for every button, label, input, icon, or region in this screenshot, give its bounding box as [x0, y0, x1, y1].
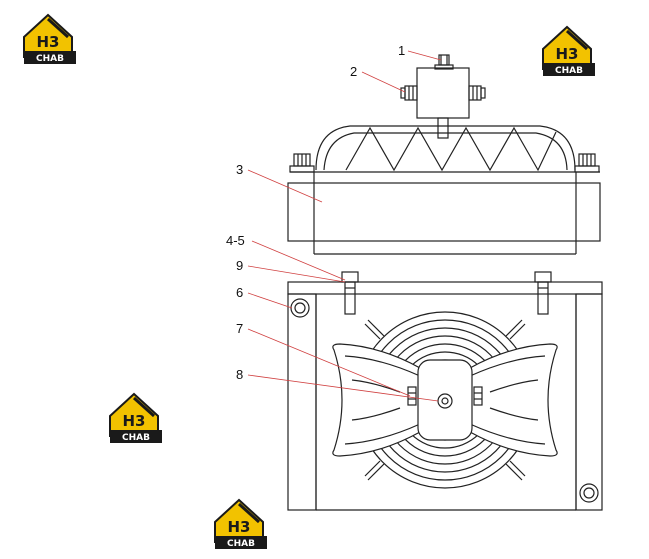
drain-plug-bottom [579, 483, 599, 503]
logo-sub-text: CHAB [227, 539, 255, 549]
logo-main-text: H3 [228, 518, 251, 536]
callout-8: 8 [236, 367, 243, 382]
drain-plug-top [290, 298, 310, 318]
callout-4-5: 4-5 [226, 233, 245, 248]
callout-labels: 1 2 3 4-5 9 6 7 8 [226, 43, 405, 382]
logo-sub-text: CHAB [555, 66, 583, 76]
brand-logo-top-right: H3 CHAB [541, 25, 597, 78]
brand-logo-top-left: H3 CHAB [22, 13, 78, 66]
logo-main-text: H3 [123, 412, 146, 430]
side-fitting-left [404, 85, 418, 101]
radiator-side-view [287, 54, 601, 255]
callout-leaders [247, 50, 442, 402]
callout-7: 7 [236, 321, 243, 336]
logo-sub-text: CHAB [122, 433, 150, 443]
valve-body [416, 67, 470, 119]
logo-main-text: H3 [37, 33, 60, 51]
callout-9: 9 [236, 258, 243, 273]
mount-bolt-head-left [341, 271, 359, 283]
bracket-bolt-left [407, 386, 417, 406]
brand-logo-middle-left: H3 CHAB [108, 392, 164, 445]
callout-1: 1 [398, 43, 405, 58]
mount-bolt-right [537, 281, 549, 315]
fan-motor [417, 359, 473, 441]
fan-shroud [315, 125, 576, 171]
vent-plug-base [434, 64, 454, 70]
mount-bolt-left [344, 281, 356, 315]
callout-2: 2 [350, 64, 357, 79]
mount-bolt-head-right [534, 271, 552, 283]
logo-sub-text: CHAB [36, 54, 64, 64]
side-fitting-right [468, 85, 482, 101]
brand-logo-bottom: H3 CHAB [213, 498, 269, 551]
callout-6: 6 [236, 285, 243, 300]
top-frame-bar [287, 281, 603, 295]
callout-3: 3 [236, 162, 243, 177]
radiator-front-view [287, 271, 603, 511]
guard-clip [367, 319, 385, 337]
fan-blade-profile [345, 126, 557, 172]
valve-stem [437, 117, 449, 139]
bracket-bolt-right [473, 386, 483, 406]
radiator-core-side [287, 182, 601, 242]
frame-left-side [287, 293, 317, 511]
logo-main-text: H3 [556, 45, 579, 63]
frame-right-side [575, 293, 603, 511]
